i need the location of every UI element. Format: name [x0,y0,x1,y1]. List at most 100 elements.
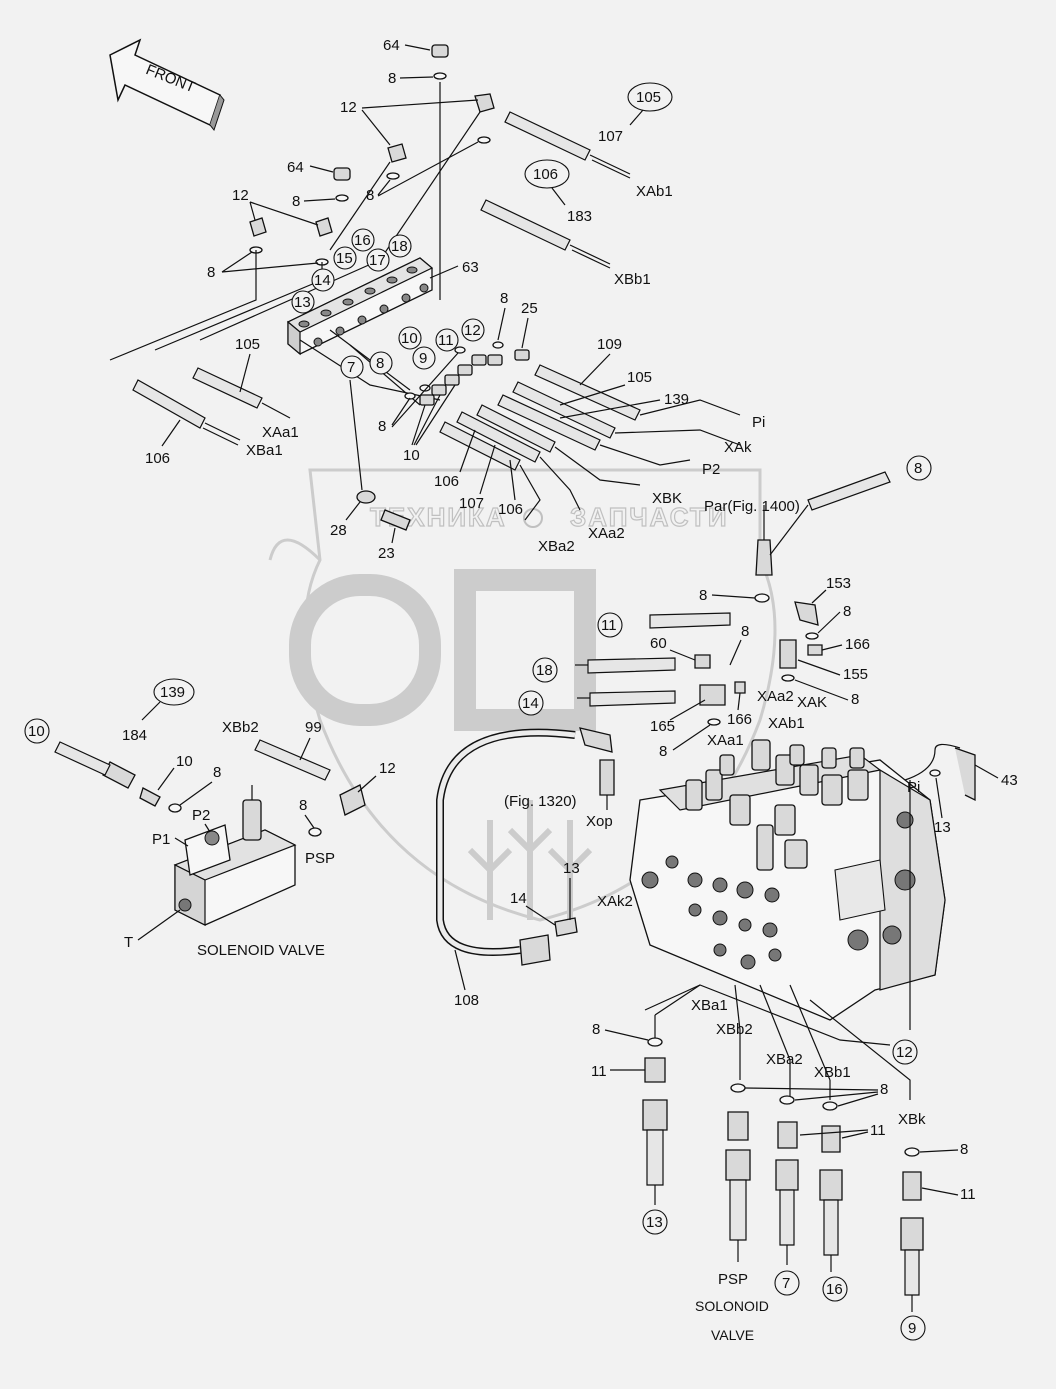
label-pi-a: Pi [752,414,765,431]
fitting-group-middle [404,341,530,406]
bolt-23 [380,509,411,531]
label-10c: 10 [403,447,420,464]
label-43: 43 [1001,772,1018,789]
label-xak2: XAk2 [597,893,633,910]
label-106c: 106 [498,501,523,518]
label-pi-b: Pi [907,779,920,796]
elbow-fitting-12 [474,93,495,113]
ref-17: 17 [369,252,386,269]
leader-lines-bottom [644,984,911,1100]
label-11d: 11 [870,1122,886,1139]
label-8g: 8 [378,418,386,435]
hose-109 [534,364,641,421]
hose-139-mid [497,394,601,451]
label-8j: 8 [741,623,749,640]
o-ring-8d [335,194,349,202]
ref-14b: 14 [522,695,539,712]
tee-par [754,471,891,603]
label-64a: 64 [383,37,400,54]
label-8d: 8 [292,193,300,210]
label-fig1320: (Fig. 1320) [504,793,577,810]
label-12b: 12 [232,187,249,204]
bottom-hoses [642,1037,924,1312]
label-184: 184 [122,727,147,744]
hose-psp-bottom [729,1179,747,1241]
ref-9: 9 [419,350,427,367]
part-labels: 64 8 12 107 XAb1 8 183 XBb1 64 8 12 8 63… [122,37,1018,1343]
label-165: 165 [650,718,675,735]
label-166a: 166 [845,636,870,653]
label-xba2b: XBa2 [766,1051,803,1068]
label-solenoid-valve: SOLENOID VALVE [197,942,325,959]
label-11c: 11 [591,1063,607,1080]
ref-14a: 14 [314,272,331,289]
label-13b: 13 [563,860,580,877]
fitting-166b [734,681,746,694]
ref-8c: 8 [376,355,384,372]
ref-16: 16 [354,232,371,249]
label-valve: VALVE [711,1327,754,1343]
hose-105-mid [512,381,616,439]
ref-139: 139 [160,684,185,701]
fitting-155 [779,639,797,669]
label-106b: 106 [434,473,459,490]
label-8n: 8 [299,797,307,814]
hoses-group-right [575,601,823,726]
label-xaa1a: XAa1 [262,424,299,441]
label-8p: 8 [880,1081,888,1098]
label-par: Par(Fig. 1400) [704,498,800,515]
ref-16b: 16 [826,1281,843,1298]
ref-18b: 18 [536,662,553,679]
label-xbb1a: XBb1 [614,271,651,288]
label-xab1b: XAb1 [768,715,805,732]
fitting-60 [694,654,711,669]
label-108: 108 [454,992,479,1009]
hose-8-right [807,471,891,511]
hose-13-bottom [646,1129,664,1186]
label-8e: 8 [207,264,215,281]
o-ring-8c [477,136,491,144]
ref-7b: 7 [782,1275,790,1292]
label-166b: 166 [727,711,752,728]
label-183: 183 [567,208,592,225]
ref-12b: 12 [896,1044,913,1061]
watermark-text-right: ЗАПЧАСТИ [570,502,729,532]
ref-12a: 12 [464,322,481,339]
label-8h: 8 [699,587,707,604]
fitting-165 [699,684,726,706]
label-8i: 8 [843,603,851,620]
label-xab1a: XAb1 [636,183,673,200]
label-solonoid: SOLONOID [695,1298,769,1314]
label-psp-a: PSP [305,850,335,867]
label-p1: P1 [152,831,170,848]
watermark-logo-e [289,574,441,726]
plug-64-b [333,167,351,181]
hose-9-bottom [904,1249,920,1296]
hose-107 [504,111,591,161]
manifold-block-63 [286,257,434,356]
elbow-153 [794,601,819,626]
ref-15: 15 [336,250,353,267]
label-63: 63 [462,259,479,276]
label-106a: 106 [145,450,170,467]
hose-106-mid [476,404,556,453]
label-11e: 11 [960,1186,976,1203]
main-control-valve [629,739,976,1030]
hose-7-bottom [779,1189,795,1246]
label-105a: 105 [235,336,260,353]
label-14c: 14 [510,890,527,907]
label-23: 23 [378,545,395,562]
label-8a: 8 [388,70,396,87]
ref-106-top: 106 [533,166,558,183]
label-12a: 12 [340,99,357,116]
hose-105-left [192,367,263,409]
label-xak-a: XAk [724,439,752,456]
fitting-11-e [902,1171,922,1201]
circled-references: 105 106 16 18 15 17 14 13 10 11 12 8 9 7… [24,82,932,1341]
label-xbk: XBK [652,490,682,507]
hose-99 [254,739,331,781]
plug-64-top [431,44,449,58]
ref-11b: 11 [601,617,617,634]
